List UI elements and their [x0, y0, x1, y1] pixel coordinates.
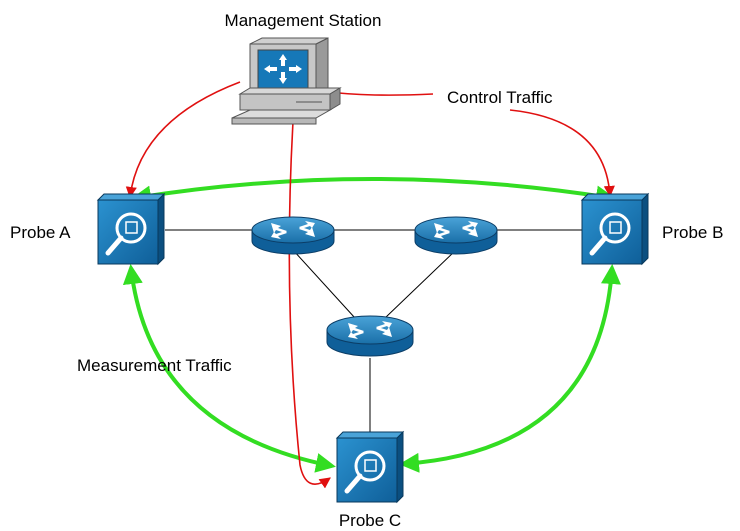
control-path-to-probe-a — [125, 81, 241, 199]
measurement-path-b-c — [399, 264, 621, 473]
router-icon — [414, 216, 498, 255]
probe-a-label: Probe A — [10, 223, 71, 242]
link-router-1-router-3 — [292, 249, 356, 319]
control-path-to-probe-b — [509, 109, 615, 198]
measurement-path-a-b — [131, 177, 616, 206]
management-station-computer-icon — [231, 37, 342, 125]
management-station-label: Management Station — [225, 11, 382, 30]
link-router-2-router-3 — [384, 249, 457, 319]
router-icon — [326, 315, 414, 357]
router-icon — [251, 216, 335, 255]
measurement-traffic-label: Measurement Traffic — [77, 356, 232, 375]
probe-c-label: Probe C — [339, 511, 401, 530]
probe-a-magnifier-icon — [96, 192, 166, 266]
measurement-path-a-c — [122, 264, 336, 473]
control-path-to-probe-b-left — [329, 91, 434, 96]
probe-b-magnifier-icon — [580, 192, 650, 266]
probe-b-label: Probe B — [662, 223, 723, 242]
probe-c-magnifier-icon — [335, 430, 405, 504]
control-path-to-probe-c — [288, 121, 331, 489]
control-traffic-label: Control Traffic — [447, 88, 553, 107]
measurement-traffic-paths — [122, 177, 621, 473]
